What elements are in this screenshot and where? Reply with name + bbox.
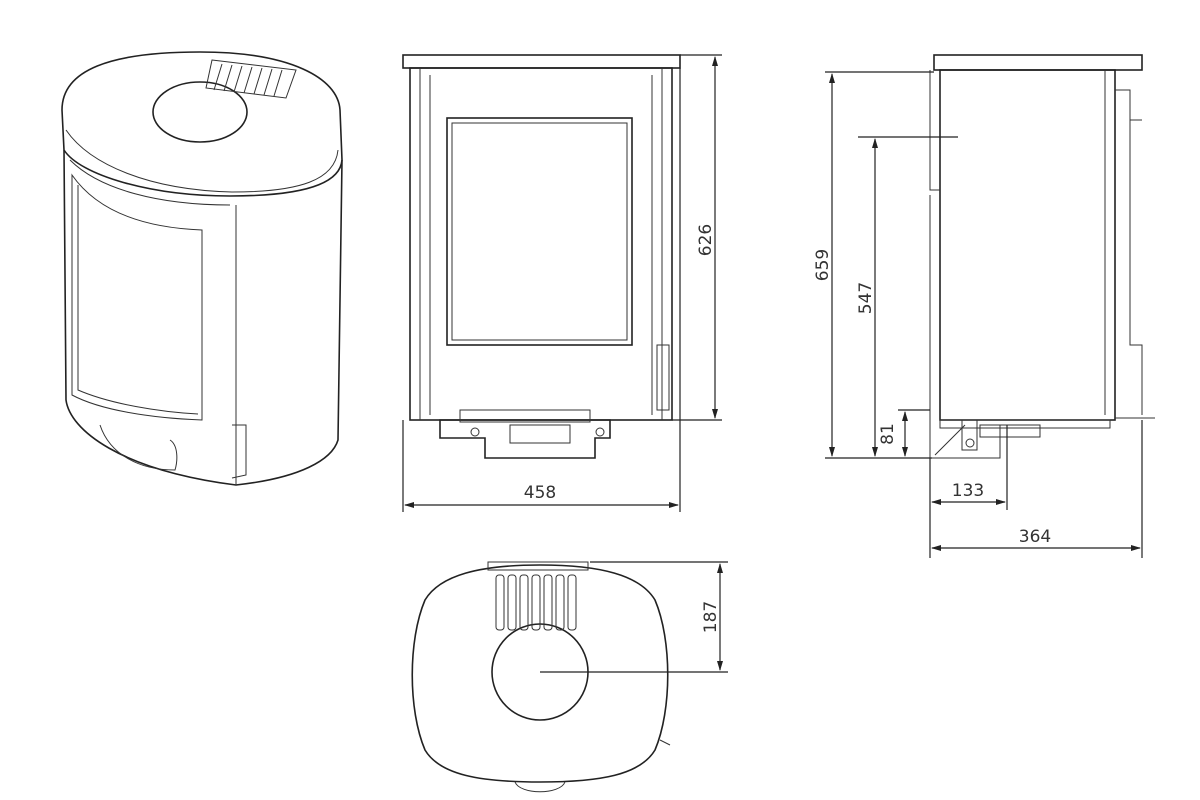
dimension-label-458: 458 [524, 483, 556, 503]
dimension-label-187: 187 [701, 601, 721, 633]
dimension-front-width: 458 [402, 68, 681, 512]
dimension-side-flue-height: 547 [856, 136, 958, 457]
dimension-label-81: 81 [878, 423, 898, 445]
dimension-label-547: 547 [856, 282, 876, 314]
dimension-side-depth: 364 [931, 420, 1143, 558]
dimension-label-626: 626 [696, 224, 716, 256]
dimension-side-total-height: 659 [813, 71, 934, 459]
dimension-top-flue-offset: 187 [540, 561, 728, 673]
dimension-side-air-inlet-height: 81 [878, 409, 930, 457]
top-vent-grille [205, 59, 297, 99]
side-view [929, 54, 1155, 459]
front-view [402, 54, 681, 459]
dimension-label-133: 133 [952, 481, 984, 501]
dimension-label-364: 364 [1019, 527, 1051, 547]
top-vent-grille [495, 574, 577, 631]
perspective-view [61, 51, 343, 486]
top-view [411, 561, 671, 793]
dimension-side-air-inlet-depth: 133 [929, 425, 1008, 558]
dimension-label-659: 659 [813, 249, 833, 281]
flue-outlet [152, 81, 248, 143]
